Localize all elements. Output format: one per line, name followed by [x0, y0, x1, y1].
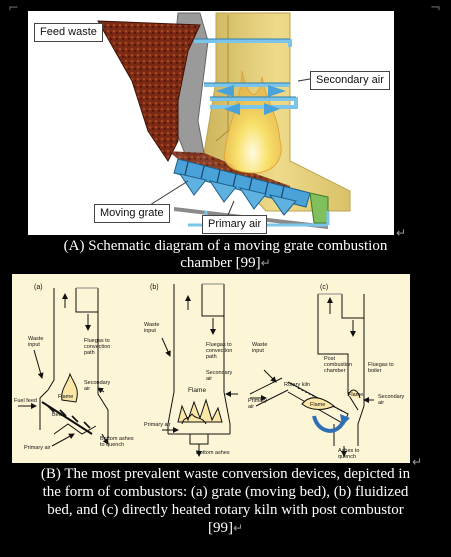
a-fluegas-3: path — [84, 350, 95, 356]
b-fluegas-1: Fluegas to — [206, 342, 232, 348]
c-secondary-air-1: Secondary — [378, 394, 405, 400]
a-bottom-ashes-2: to quench — [100, 442, 124, 448]
b-waste-input-1: Waste — [144, 322, 159, 328]
a-bed: Bed — [52, 412, 62, 418]
caption-b-line-3: bed, and (c) directly heated rotary kiln… — [47, 502, 404, 518]
caption-b-line-2: the form of combustors: (a) grate (movin… — [42, 484, 409, 500]
secondary-air-pipes — [194, 39, 298, 109]
panel-c-rotary-kiln — [249, 293, 374, 457]
grate-bars — [184, 161, 285, 200]
moving-grate-drawing — [97, 12, 351, 229]
panel-a-grate-furnace — [18, 287, 109, 447]
caption-a-line-2: chamber [99]↵ — [0, 255, 451, 271]
c-fluegas-1: Fluegas to — [368, 362, 394, 368]
c-fluegas-2: boiler — [368, 368, 382, 374]
combustor-comparison-diagram: (a) (b) (c) Waste input Fluegas to conve… — [12, 274, 410, 463]
paragraph-mark-figure-b: ↵ — [412, 455, 423, 469]
paragraph-mark-figure-a: ↵ — [396, 226, 407, 240]
label-primary-air: Primary air — [202, 215, 268, 234]
c-primary-air-1: Primary — [248, 398, 267, 404]
feed-waste-pile — [97, 20, 201, 162]
caption-b-line-4: [99]↵ — [0, 520, 451, 536]
secondary-air-jets — [216, 85, 286, 115]
a-secondary-air-2: air — [84, 386, 90, 392]
grate-bed — [173, 158, 311, 208]
c-waste-input-1: Waste — [252, 342, 267, 348]
c-ashes-2: quench — [338, 454, 356, 460]
a-bottom-ashes-1: Bottom ashes — [100, 436, 134, 442]
caption-b-line-1: (B) The most prevalent waste conversion … — [40, 466, 411, 482]
b-bottom-ashes: Bottom ashes — [196, 450, 230, 456]
a-fluegas-2: convection — [84, 344, 110, 350]
b-flame: Flame — [188, 387, 206, 394]
panel-b-fluidized-bed — [161, 283, 238, 457]
c-post-combustion-3: chamber — [324, 368, 346, 374]
b-primary-air: Primary air — [144, 422, 171, 428]
corner-mark-top-right: ¬ — [430, 1, 441, 16]
caption-b-line-4-text: [99] — [207, 520, 233, 536]
primary-air-hoppers — [178, 173, 297, 216]
rotation-arrow — [312, 415, 346, 433]
paragraph-mark-end: ↵ — [232, 521, 244, 535]
panel-a-tag: (a) — [34, 284, 43, 291]
c-rotary-kiln: Rotary kiln — [284, 382, 310, 388]
label-feed-waste: Feed waste — [34, 23, 103, 42]
furnace-inner-wall — [215, 15, 229, 142]
c-secondary-air-2: air — [378, 400, 384, 406]
a-secondary-air-1: Secondary — [84, 380, 111, 386]
a-fluegas-1: Fluegas to — [84, 338, 110, 344]
b-fluegas-3: path — [206, 354, 217, 360]
ash-discharge — [309, 192, 329, 224]
a-fuel-feed: Fuel feed — [14, 398, 37, 404]
c-flame: Flame — [310, 402, 325, 408]
label-moving-grate: Moving grate — [94, 204, 170, 223]
c-post-combustion-2: combustion — [324, 362, 352, 368]
panel-b-tag: (b) — [150, 284, 159, 291]
caption-a-line-2-text: chamber [99] — [180, 255, 261, 271]
b-secondary-air-1: Secondary — [206, 370, 233, 376]
a-primary-air: Primary air — [24, 445, 51, 451]
b-fluegas-2: convection — [206, 348, 232, 354]
label-secondary-air: Secondary air — [310, 71, 390, 90]
paragraph-mark: ↵ — [260, 256, 271, 270]
combustor-drawings: (a) (b) (c) Waste input Fluegas to conve… — [14, 283, 405, 460]
panel-c-tag: (c) — [320, 284, 328, 291]
b-waste-input-2: input — [144, 328, 156, 334]
caption-a-line-1: (A) Schematic diagram of a moving grate … — [63, 238, 388, 254]
c-ashes-1: Ashes to — [338, 448, 359, 454]
b-secondary-air-2: air — [206, 376, 212, 382]
a-flame: Flame — [58, 394, 73, 400]
a-waste-input-2: input — [28, 342, 40, 348]
c-primary-air-2: air — [248, 404, 254, 410]
c-post-combustion-1: Post — [324, 356, 335, 362]
c-flame-post: Flame — [348, 392, 363, 398]
a-waste-input-1: Waste — [28, 336, 43, 342]
c-waste-input-2: input — [252, 348, 264, 354]
corner-mark-top-left: ⌐ — [8, 1, 19, 16]
moving-grate-schematic: Feed waste Secondary air Moving grate Pr… — [28, 11, 394, 235]
